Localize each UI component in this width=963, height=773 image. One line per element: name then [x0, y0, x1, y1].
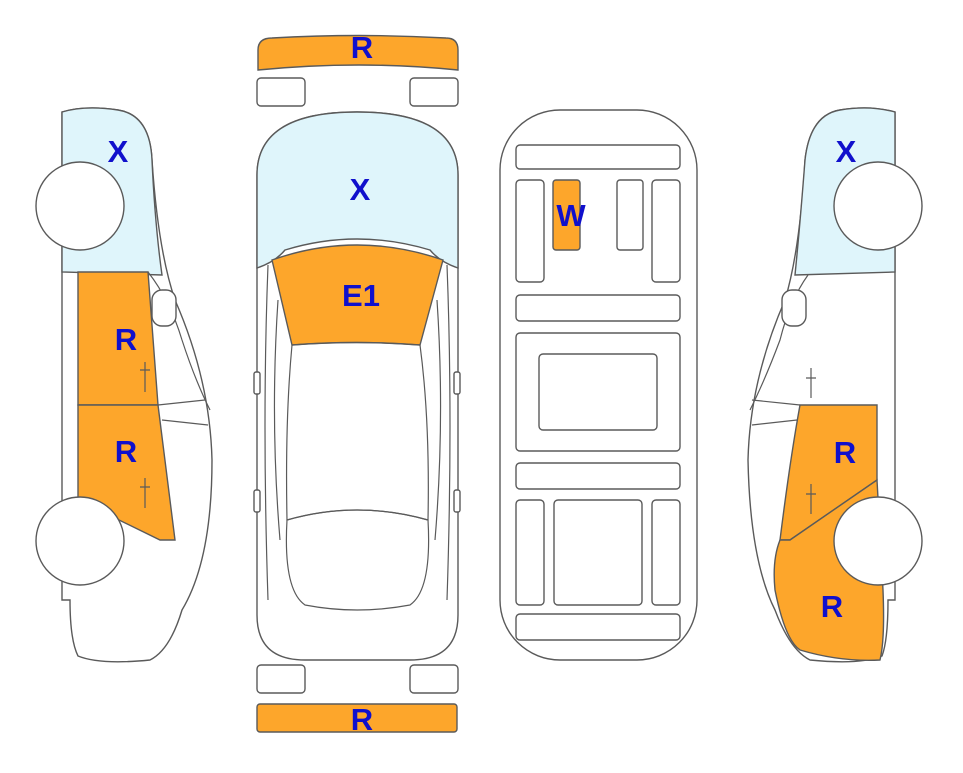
car-top-view: R X E1 R — [253, 30, 461, 737]
car-roof-view: W — [499, 109, 698, 661]
headlight-right — [409, 77, 459, 107]
left-rear-wheel — [35, 496, 125, 586]
label-right-quarter-panel: R — [821, 589, 843, 624]
label-windshield: X — [350, 172, 371, 207]
front-bumper-panel[interactable] — [257, 34, 459, 71]
car-left-side-view: X R R — [35, 107, 213, 663]
label-front-bumper: R — [351, 30, 373, 65]
label-left-rear-door: R — [115, 434, 137, 469]
windshield-panel[interactable] — [256, 111, 459, 269]
taillight-left — [256, 664, 306, 694]
label-right-rear-door: R — [834, 435, 856, 470]
label-roof-panel: W — [556, 198, 586, 233]
roof-panel[interactable] — [552, 179, 581, 251]
right-rear-wheel — [833, 496, 923, 586]
label-right-window: X — [836, 134, 857, 169]
rear-bumper-panel[interactable] — [256, 703, 458, 733]
label-rear-bumper: R — [351, 702, 373, 737]
right-front-wheel — [833, 161, 923, 251]
car-right-side-view: X R R — [747, 107, 923, 663]
rear-window-outline — [285, 509, 430, 611]
taillight-right — [409, 664, 459, 694]
left-front-wheel — [35, 161, 125, 251]
headlight-left — [256, 77, 306, 107]
label-hood: E1 — [342, 278, 380, 313]
label-left-window: X — [108, 134, 129, 169]
label-left-front-door: R — [115, 322, 137, 357]
